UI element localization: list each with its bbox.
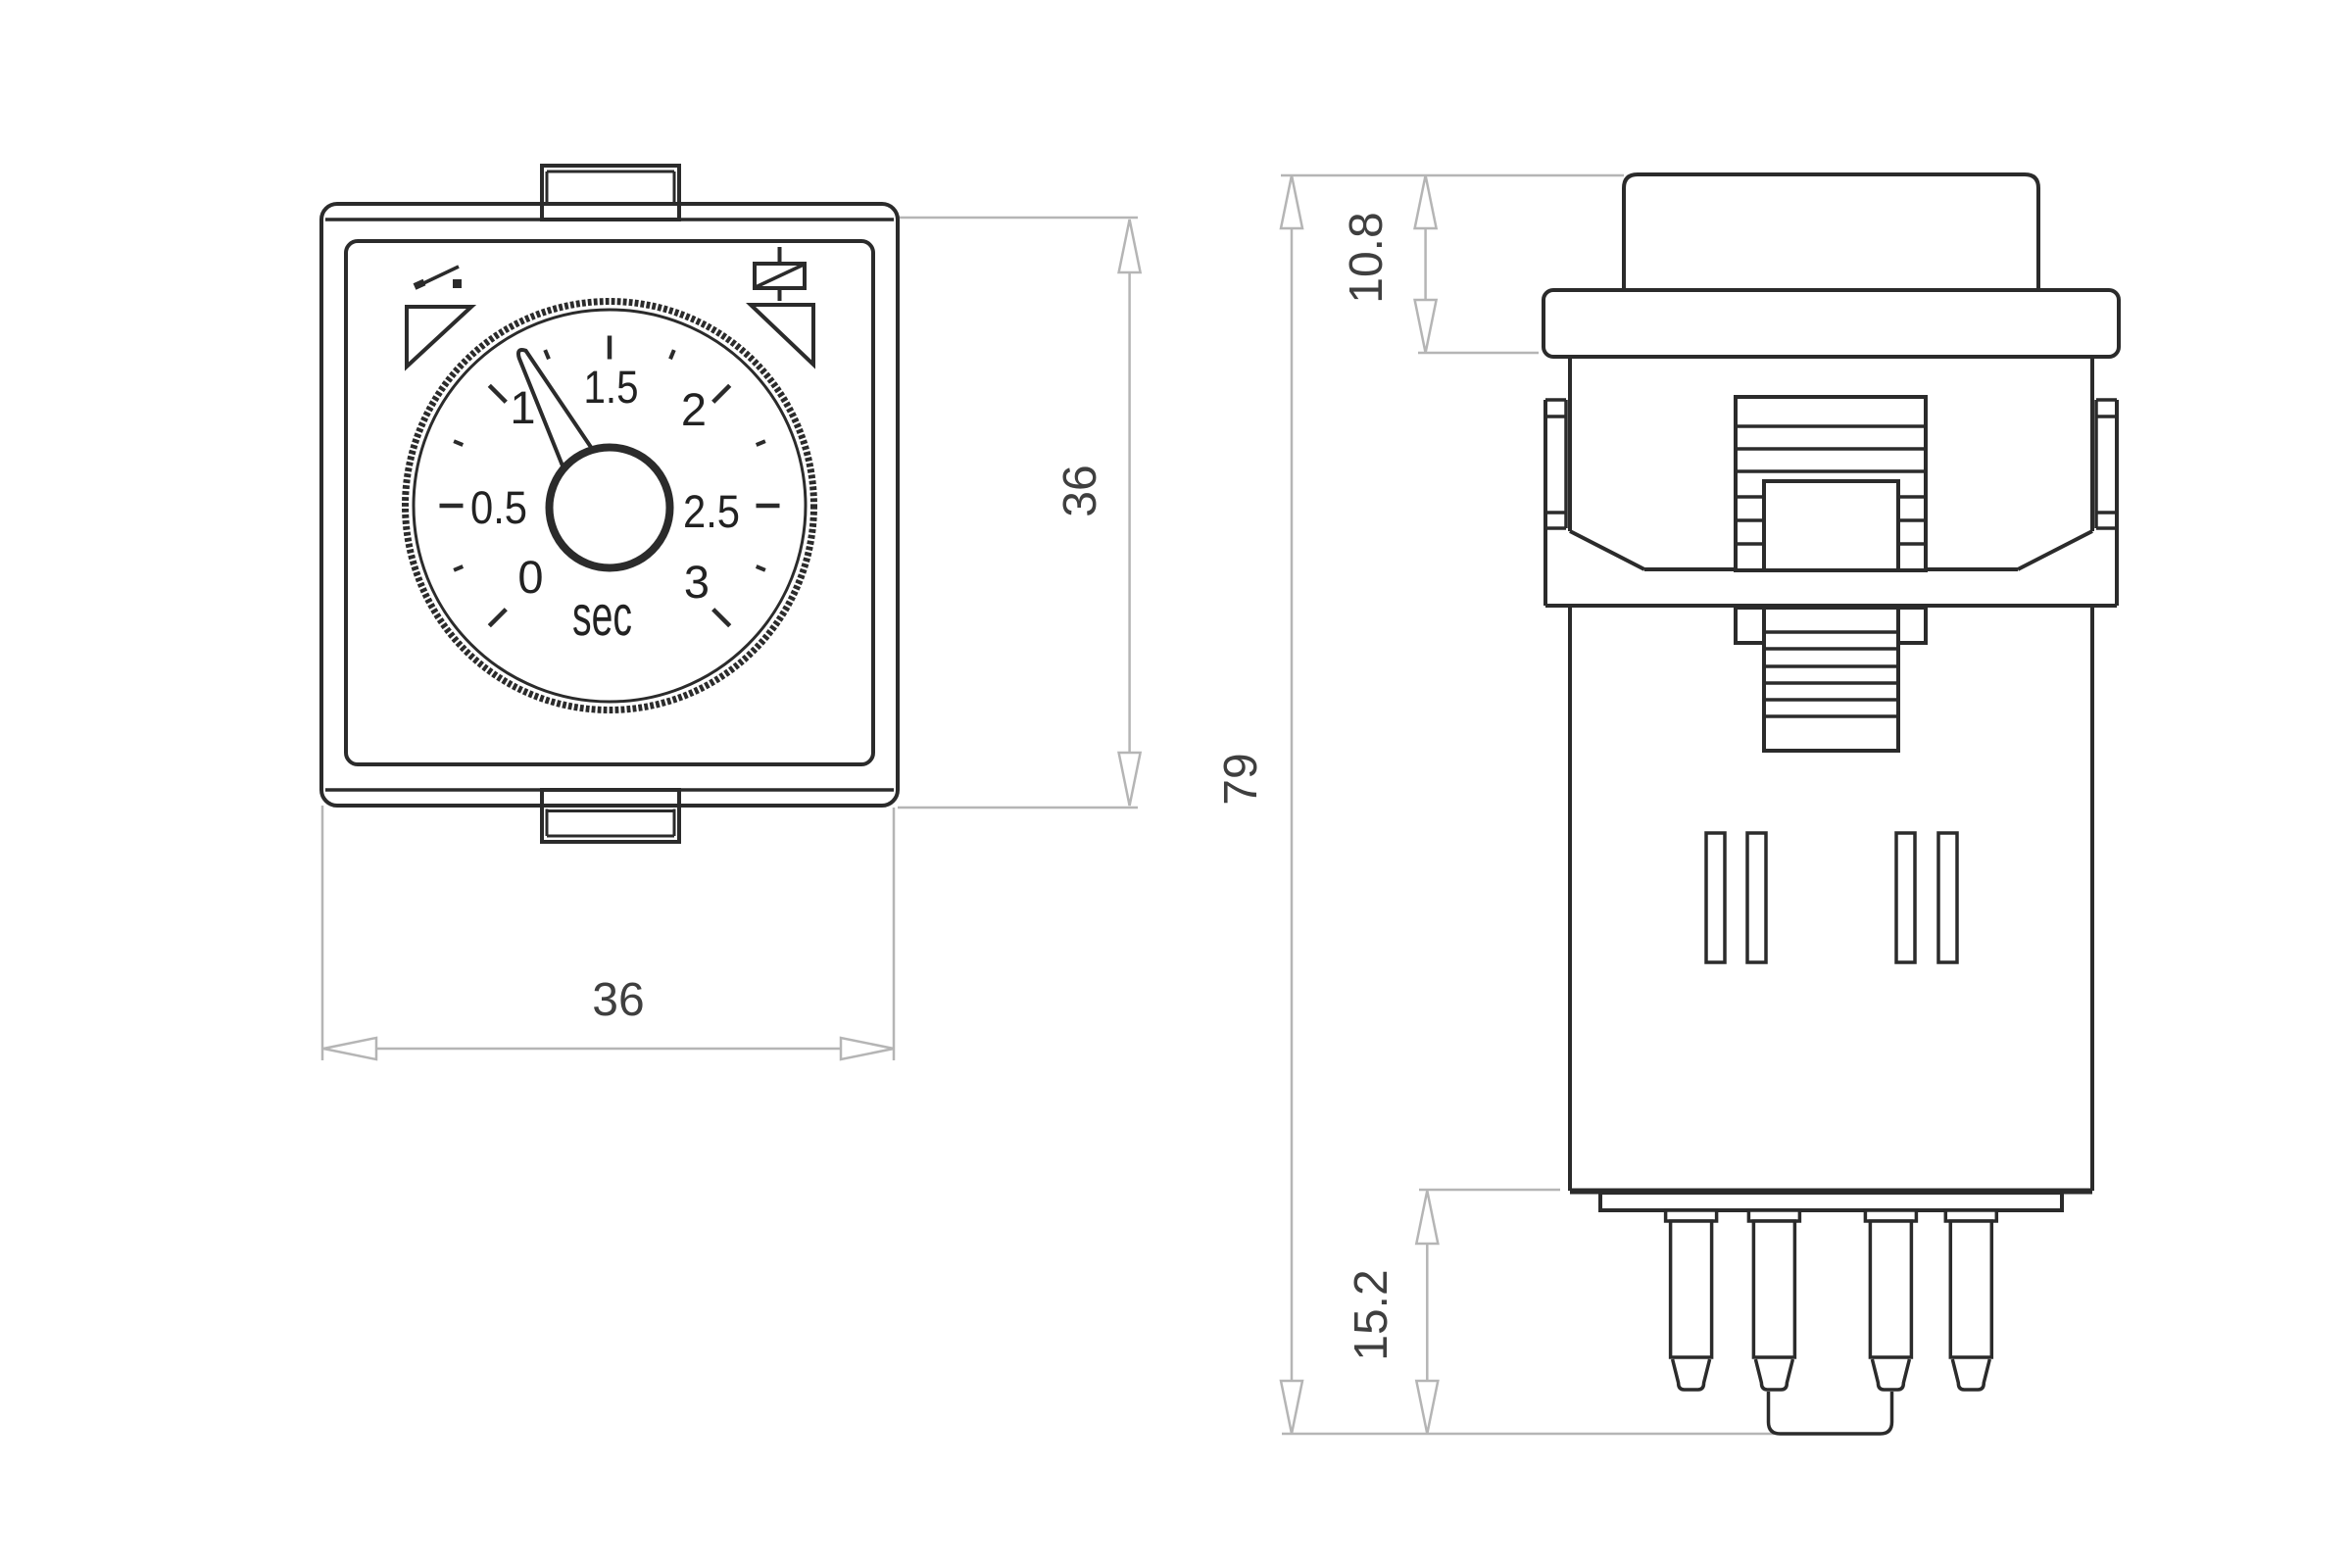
svg-text:0.5: 0.5 [470,481,527,533]
svg-text:15.2: 15.2 [1346,1269,1397,1360]
svg-text:36: 36 [1054,465,1106,516]
svg-text:10.8: 10.8 [1341,212,1393,303]
svg-text:79: 79 [1215,753,1267,805]
svg-text:sec: sec [572,584,632,648]
svg-text:2: 2 [681,383,707,435]
svg-text:0: 0 [517,551,543,603]
svg-text:36: 36 [592,974,644,1026]
svg-text:3: 3 [684,556,710,608]
svg-text:2.5: 2.5 [683,485,740,537]
svg-text:1.5: 1.5 [584,361,639,413]
svg-text:1: 1 [510,381,535,433]
